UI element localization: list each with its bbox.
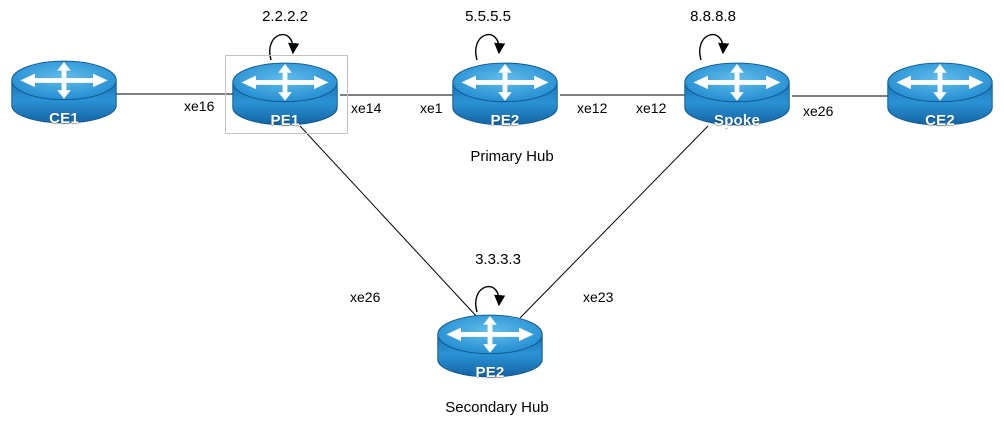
port-label-pe2-xe12: xe12 [577, 100, 608, 116]
loopback-ip-pe1: 2.2.2.2 [262, 8, 308, 25]
port-label-spoke-diag-xe23: xe23 [583, 289, 614, 305]
router-label-ce2: CE2 [925, 112, 955, 129]
loopback-ip-pe2-primary: 5.5.5.5 [465, 8, 511, 25]
router-label-spoke: Spoke [713, 112, 760, 129]
router-arrows-glyph [241, 64, 329, 101]
caption-secondary-hub: Secondary Hub [445, 399, 549, 416]
router-icon [11, 60, 117, 124]
router-node-pe2-secondary[interactable]: PE2 [432, 308, 548, 384]
router-arrows-glyph [896, 64, 984, 101]
router-icon [887, 62, 993, 126]
router-label-pe2-secondary: PE2 [475, 364, 505, 381]
loopback-arrow-spoke [699, 33, 730, 61]
router-node-ce2[interactable]: CE2 [882, 56, 998, 132]
router-node-ce1[interactable]: CE1 [6, 54, 122, 130]
caption-primary-hub: Primary Hub [470, 148, 554, 165]
port-label-pe1-diag-xe26: xe26 [350, 289, 381, 305]
router-arrows-glyph [20, 62, 108, 99]
router-icon [437, 314, 543, 378]
router-label-pe1: PE1 [270, 112, 300, 129]
port-label-spoke-xe26: xe26 [803, 103, 834, 119]
loopback-arrow-pe2-secondary [475, 285, 506, 313]
router-node-pe1[interactable]: PE1 [227, 56, 343, 132]
router-arrows-glyph [693, 64, 781, 101]
link-spoke-secondary [519, 125, 709, 319]
port-label-pe1-xe14: xe14 [351, 100, 382, 116]
link-pe1-secondary [299, 125, 479, 319]
pe1-selection-outline [225, 55, 348, 134]
router-node-spoke[interactable]: Spoke [679, 56, 795, 132]
loopback-ip-spoke: 8.8.8.8 [690, 8, 736, 25]
router-arrows-glyph [461, 64, 549, 101]
router-label-pe2-primary: PE2 [490, 112, 520, 129]
port-label-pe2-xe1: xe1 [420, 100, 443, 116]
router-icon [452, 62, 558, 126]
port-label-pe1-xe16: xe16 [184, 98, 215, 114]
router-node-pe2-primary[interactable]: PE2 [447, 56, 563, 132]
loopback-arrow-pe2-primary [475, 33, 506, 61]
router-icon [684, 62, 790, 126]
router-icon [232, 62, 338, 126]
loopback-ip-pe2-secondary: 3.3.3.3 [475, 251, 521, 268]
router-label-ce1: CE1 [49, 110, 79, 127]
port-label-spoke-xe12: xe12 [636, 100, 667, 116]
loopback-arrow-pe1 [269, 33, 300, 61]
router-arrows-glyph [446, 316, 534, 353]
